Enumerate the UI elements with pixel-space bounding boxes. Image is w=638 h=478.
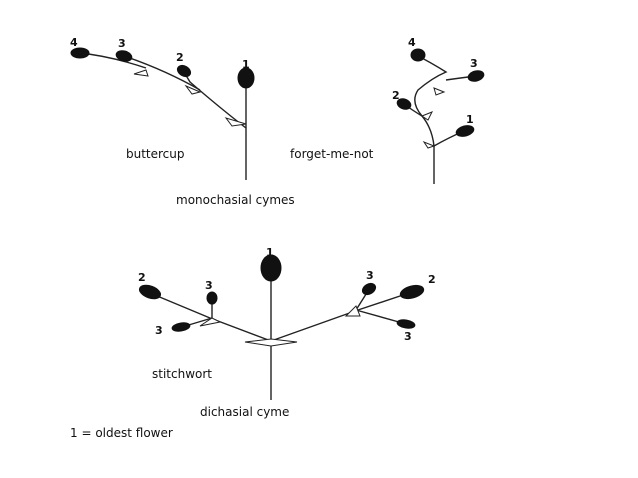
stitchwort-bract [344, 305, 361, 317]
buttercup-bract [133, 69, 149, 77]
stitchwort-flower-3 [171, 322, 191, 332]
forget-me-not-bract [433, 87, 446, 96]
stitchwort-flower-3 [206, 291, 218, 305]
forget-me-not-flower-2 [396, 98, 412, 110]
stitchwort-flower-2-left [138, 284, 162, 300]
stitchwort-number-3: 3 [404, 330, 412, 343]
monochasial-caption: monochasial cymes [176, 193, 295, 207]
buttercup-branch-1 [183, 71, 247, 129]
buttercup-label: buttercup [126, 147, 185, 161]
buttercup-flower-1 [237, 67, 255, 89]
stitchwort-number-2: 2 [138, 271, 146, 284]
forget-me-not-number-4: 4 [408, 36, 416, 49]
buttercup-number-3: 3 [118, 37, 126, 50]
stitchwort-diagram: 1 2 2 3 3 3 3 stitchwort [138, 246, 436, 400]
key-oldest-flower: 1 = oldest flower [70, 426, 173, 440]
dichasial-caption: dichasial cyme [200, 405, 289, 419]
buttercup-number-1: 1 [242, 58, 250, 71]
buttercup-flower-3 [115, 50, 133, 62]
stitchwort-right-branch [270, 291, 413, 342]
forget-me-not-label: forget-me-not [290, 147, 374, 161]
stitchwort-flower-1 [260, 254, 282, 282]
buttercup-bract [224, 117, 247, 127]
stitchwort-label: stitchwort [152, 367, 212, 381]
stitchwort-flower-2-right [399, 284, 425, 300]
stitchwort-number-3: 3 [205, 279, 213, 292]
forget-me-not-flower-4 [410, 48, 426, 62]
buttercup-diagram: 1 2 3 4 buttercup [70, 36, 255, 180]
stitchwort-bract [199, 317, 222, 327]
stitchwort-flower-3 [361, 282, 377, 296]
forget-me-not-number-2: 2 [392, 89, 400, 102]
stitchwort-flower-3 [396, 319, 416, 329]
buttercup-bract [184, 84, 202, 95]
buttercup-number-2: 2 [176, 51, 184, 64]
forget-me-not-bract [422, 140, 436, 149]
stitchwort-number-2: 2 [428, 273, 436, 286]
forget-me-not-number-1: 1 [466, 113, 474, 126]
forget-me-not-number-3: 3 [470, 57, 478, 70]
buttercup-branch-2 [123, 55, 201, 91]
stitchwort-number-3: 3 [155, 324, 163, 337]
forget-me-not-bract [420, 111, 434, 121]
stitchwort-number-1: 1 [266, 246, 274, 259]
buttercup-number-4: 4 [70, 36, 78, 49]
forget-me-not-flower-1 [455, 125, 475, 137]
stitchwort-bract [244, 338, 298, 347]
buttercup-flower-4 [70, 47, 90, 59]
stitchwort-number-3: 3 [366, 269, 374, 282]
forget-me-not-diagram: 1 2 3 4 forget-me-not [290, 36, 485, 184]
forget-me-not-flower-3 [467, 70, 485, 82]
forget-me-not-stem [414, 54, 448, 184]
buttercup-flower-2 [176, 64, 192, 78]
